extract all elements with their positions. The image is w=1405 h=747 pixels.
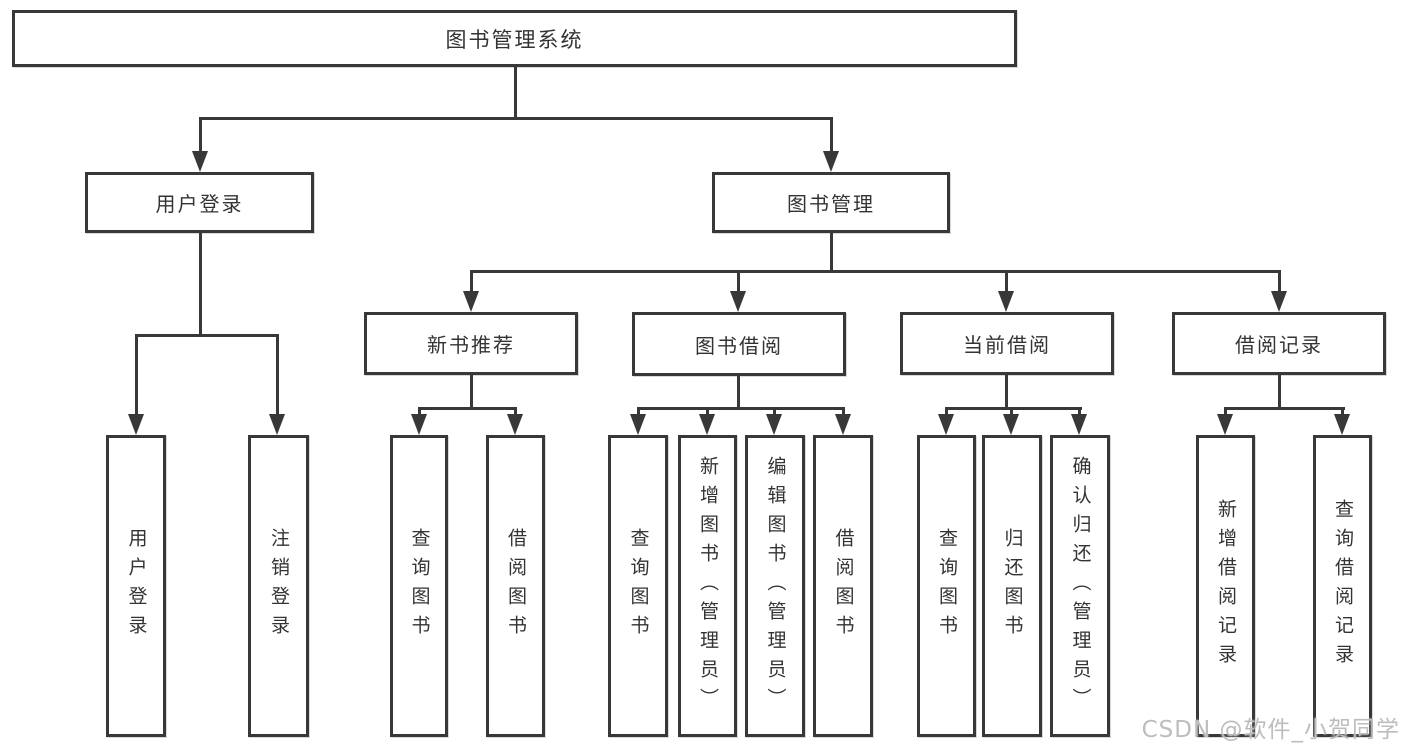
leaf-add-books-label: 新增图书（管理员） [697,455,719,717]
node-root: 图书管理系统 [12,10,1017,67]
connector-line [470,270,1281,273]
arrowhead-icon [192,151,208,172]
connector-line [1224,407,1345,410]
arrowhead-icon [128,414,144,435]
node-root-label: 图书管理系统 [445,27,584,52]
leaf-query-books-rec: 查询图书 [390,435,448,737]
connector-line [470,270,473,295]
arrowhead-icon [1271,291,1287,312]
arrowhead-icon [938,414,954,435]
leaf-query-borrow-record: 查询借阅记录 [1313,435,1372,737]
leaf-confirm-return: 确认归还（管理员） [1050,435,1110,737]
leaf-borrow-books-rec-label: 借阅图书 [505,528,527,644]
connector-line [737,375,740,410]
arrowhead-icon [463,291,479,312]
leaf-logout: 注销登录 [248,435,309,737]
leaf-return-books-label: 归还图书 [1001,528,1024,644]
connector-line [637,407,845,410]
connector-line [1278,374,1281,410]
node-book-borrow: 图书借阅 [632,312,846,376]
watermark: CSDN @软件_小贺同学 [1141,717,1400,743]
leaf-query-books-borrow-label: 查询图书 [627,528,650,644]
connector-line [418,407,421,419]
leaf-edit-books: 编辑图书（管理员） [745,435,805,737]
connector-line [773,407,776,419]
node-book-borrow-label: 图书借阅 [695,333,783,358]
connector-line [199,117,202,155]
arrowhead-icon [1334,414,1350,435]
arrowhead-icon [998,291,1014,312]
node-book-mgmt-label: 图书管理 [787,192,875,216]
arrowhead-icon [823,151,839,172]
arrowhead-icon [730,291,746,312]
connector-line [199,117,833,120]
leaf-confirm-return-label: 确认归还（管理员） [1069,455,1092,717]
node-current-borrow-label: 当前借阅 [963,333,1051,357]
leaf-user-login-label: 用户登录 [125,528,148,644]
leaf-query-books-borrow: 查询图书 [608,435,668,737]
leaf-edit-books-label: 编辑图书（管理员） [764,455,787,717]
arrowhead-icon [269,414,285,435]
arrowhead-icon [766,414,782,435]
arrowhead-icon [411,414,427,435]
leaf-query-books-rec-label: 查询图书 [408,528,431,644]
leaf-borrow-books-rec: 借阅图书 [486,435,545,737]
connector-line [842,407,845,419]
connector-line [514,407,517,419]
arrowhead-icon [1003,414,1019,435]
connector-line [1005,374,1008,410]
node-borrow-records-label: 借阅记录 [1235,333,1323,357]
connector-line [276,334,279,418]
node-current-borrow: 当前借阅 [900,312,1114,375]
connector-line [1010,407,1013,419]
connector-line [1224,407,1227,419]
connector-line [135,334,138,418]
leaf-query-books-current: 查询图书 [917,435,976,737]
leaf-borrow-books: 借阅图书 [813,435,873,737]
node-user-login-label: 用户登录 [155,192,244,216]
arrowhead-icon [507,414,523,435]
arrowhead-icon [699,414,715,435]
leaf-add-borrow-record-label: 新增借阅记录 [1215,499,1237,673]
connector-line [830,117,833,155]
connector-line [1278,270,1281,295]
connector-line [830,232,833,273]
leaf-add-borrow-record: 新增借阅记录 [1196,435,1255,737]
connector-line [470,374,473,410]
connector-line [637,407,640,419]
connector-line [199,232,202,337]
node-borrow-records: 借阅记录 [1172,312,1386,375]
node-book-mgmt: 图书管理 [712,172,950,233]
connector-line [1005,270,1008,295]
connector-line [1341,407,1344,419]
arrowhead-icon [835,414,851,435]
connector-line [135,334,279,337]
connector-line [1078,407,1081,419]
leaf-user-login: 用户登录 [106,435,166,737]
node-new-book-rec-label: 新书推荐 [427,333,515,357]
arrowhead-icon [1217,414,1233,435]
connector-line [945,407,948,419]
connector-line [418,407,517,410]
leaf-return-books: 归还图书 [982,435,1042,737]
connector-line [945,407,1082,410]
leaf-query-books-current-label: 查询图书 [936,528,958,644]
arrowhead-icon [630,414,646,435]
connector-line [737,270,740,295]
arrowhead-icon [1071,414,1087,435]
connector-line [514,67,517,118]
node-new-book-rec: 新书推荐 [364,312,578,375]
node-user-login: 用户登录 [85,172,314,233]
leaf-logout-label: 注销登录 [268,528,290,644]
leaf-query-borrow-record-label: 查询借阅记录 [1332,499,1354,673]
leaf-add-books: 新增图书（管理员） [678,435,737,737]
connector-line [706,407,709,419]
leaf-borrow-books-label: 借阅图书 [832,528,855,644]
